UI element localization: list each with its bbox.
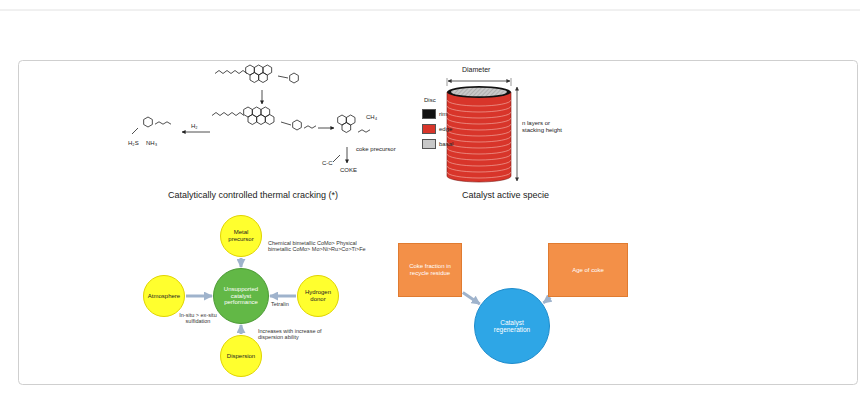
legend-item: edge (422, 124, 452, 134)
label-text: Diameter (462, 66, 490, 73)
cylinder-drawing (447, 78, 517, 182)
top-rule (0, 10, 860, 11)
label-text: Catalytically controlled thermal crackin… (168, 190, 338, 200)
node-text: Age of coke (572, 267, 604, 274)
process-box: Coke fraction in recycle residue (398, 243, 462, 297)
flow-arrow (186, 295, 212, 298)
annotation-label: coke precursor (356, 146, 396, 153)
legend-item: basal (422, 139, 453, 149)
connector-label: In-situ > ex-situ sulfidation (176, 312, 220, 325)
factor-circle: Dispersion (220, 335, 262, 377)
label-text: Catalyst active specie (462, 190, 549, 200)
connector-label: Chemical bimetallic CoMo> Physical bimet… (268, 240, 380, 253)
annotation-label: n layers or stacking height (522, 120, 572, 134)
factor-circle: Unsupported catalyst performance (213, 268, 269, 324)
molecule-drawing (132, 65, 370, 163)
annotation-label: Disc (424, 97, 436, 104)
label-text: Tetralin (271, 301, 289, 307)
label-text: COKE (340, 167, 357, 173)
annotation-label: Catalyst active specie (462, 190, 549, 200)
legend-item: rim (422, 109, 447, 119)
annotation-label: H₂ (191, 123, 198, 130)
annotation-label: H₂S (128, 140, 139, 147)
annotation-label: CH₄ (366, 114, 377, 121)
label-text: H₂S (128, 140, 139, 146)
legend-text: basal (439, 141, 453, 148)
legend-swatch (422, 139, 436, 149)
node-text: Hydrogen donor (301, 289, 335, 303)
label-text: H₂ (191, 123, 198, 129)
annotation-label: Catalytically controlled thermal crackin… (168, 190, 338, 200)
legend-text: rim (439, 111, 447, 118)
node-text: Catalyst regeneration (482, 319, 543, 334)
panel-frame (19, 61, 858, 385)
annotation-label: Diameter (462, 66, 490, 74)
label-text: coke precursor (356, 146, 396, 152)
label-text: CH₄ (366, 114, 377, 120)
flow-arrow (463, 292, 480, 304)
label-text: Increases with increase of dispersion ab… (258, 328, 322, 340)
legend-text: edge (439, 126, 452, 133)
factor-circle: Metal precursor (220, 215, 262, 257)
flow-arrow (240, 325, 243, 334)
node-text: Atmosphere (147, 293, 181, 300)
process-box: Age of coke (548, 243, 628, 297)
factor-circle: Hydrogen donor (297, 275, 339, 317)
annotation-label: COKE (340, 167, 357, 174)
annotation-label: C-C (322, 160, 333, 167)
node-text: Unsupported catalyst performance (219, 286, 264, 307)
factor-circle: Catalyst regeneration (474, 288, 550, 364)
flow-arrow (240, 258, 243, 267)
factor-circle: Atmosphere (143, 275, 185, 317)
node-text: Dispersion (224, 353, 258, 360)
node-text: Coke fraction in recycle residue (404, 263, 456, 277)
legend-swatch (422, 124, 436, 134)
connector-label: Tetralin (271, 301, 289, 307)
label-text: In-situ > ex-situ sulfidation (179, 312, 216, 324)
legend-swatch (422, 109, 436, 119)
label-text: Disc (424, 97, 436, 103)
flow-arrow (270, 295, 296, 298)
node-text: Metal precursor (224, 229, 258, 243)
connector-label: Increases with increase of dispersion ab… (258, 328, 342, 341)
label-text: NH₃ (146, 140, 157, 146)
label-text: n layers or stacking height (522, 120, 562, 133)
annotation-label: NH₃ (146, 140, 157, 147)
flow-arrow (543, 298, 550, 303)
label-text: C-C (322, 160, 333, 166)
label-text: Chemical bimetallic CoMo> Physical bimet… (268, 240, 366, 252)
